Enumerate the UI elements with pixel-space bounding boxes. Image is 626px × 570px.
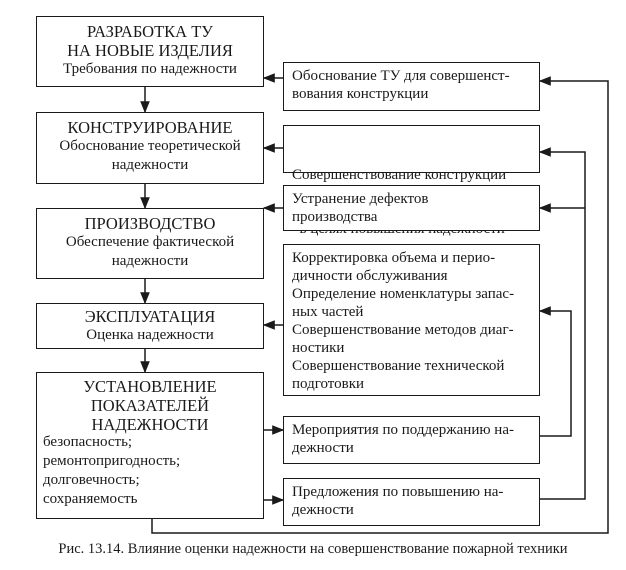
box-maintenance-line-5: Совершенствование методов диаг- bbox=[292, 322, 514, 338]
loop-r6-to-r2 bbox=[538, 147, 586, 500]
box-maintenance-line-1: Корректировка объема и перио- bbox=[292, 250, 496, 266]
box-proposals-line-2: дежности bbox=[292, 502, 354, 518]
box-development: РАЗРАБОТКА ТУ НА НОВЫЕ ИЗДЕЛИЯ Требовани… bbox=[36, 16, 264, 87]
box-design: КОНСТРУИРОВАНИЕ Обоснование теоретическо… bbox=[36, 112, 264, 184]
box-support-measures: Мероприятия по поддержанию на- дежности bbox=[283, 416, 540, 464]
box-maintenance-line-7: Совершенствование технической bbox=[292, 358, 505, 374]
box-maintenance-line-4: ных частей bbox=[292, 304, 364, 320]
box-maintenance-actions: Корректировка объема и перио- дичности о… bbox=[283, 244, 540, 396]
box-exploitation-subtitle: Оценка надежности bbox=[86, 327, 214, 343]
box-justify-spec-line-2: вования конструкции bbox=[292, 86, 429, 102]
box-fix-defects-line-2: производства bbox=[292, 209, 378, 225]
box-maintenance-line-6: ностики bbox=[292, 340, 345, 356]
box-maintenance-line-8: подготовки bbox=[292, 376, 365, 392]
box-improve-design: Совершенствование конструкции в целях по… bbox=[283, 125, 540, 237]
loop-est-to-r1 bbox=[151, 76, 609, 534]
box-justify-spec: Обоснование ТУ для совершенст- вования к… bbox=[283, 62, 540, 111]
box-exploitation: ЭКСПЛУАТАЦИЯ Оценка надежности bbox=[36, 303, 264, 349]
box-establish-title-1: УСТАНОВЛЕНИЕ bbox=[83, 377, 217, 396]
box-support-measures-line-1: Мероприятия по поддержанию на- bbox=[292, 422, 514, 438]
box-proposals-line-1: Предложения по повышению на- bbox=[292, 484, 504, 500]
box-improvement-proposals: Предложения по повышению на- дежности bbox=[283, 478, 540, 526]
box-establish-indicators: УСТАНОВЛЕНИЕ ПОКАЗАТЕЛЕЙ НАДЕЖНОСТИ безо… bbox=[36, 372, 264, 519]
loop-r5-to-r4 bbox=[538, 306, 572, 437]
box-development-title-1: РАЗРАБОТКА ТУ bbox=[87, 22, 213, 41]
box-production-title: ПРОИЗВОДСТВО bbox=[84, 214, 216, 233]
box-support-measures-line-2: дежности bbox=[292, 440, 354, 456]
indicator-safety: безопасность; bbox=[43, 434, 133, 450]
indicator-durability: долговечность; bbox=[43, 472, 140, 488]
box-development-subtitle: Требования по надежности bbox=[63, 61, 237, 77]
box-establish-title-2: ПОКАЗАТЕЛЕЙ bbox=[90, 396, 210, 415]
box-establish-title-3: НАДЕЖНОСТИ bbox=[91, 415, 209, 434]
box-production-subtitle-2: надежности bbox=[111, 253, 189, 269]
box-fix-defects-line-1: Устранение дефектов bbox=[292, 191, 429, 207]
figure-caption: Рис. 13.14. Влияние оценки надежности на… bbox=[58, 541, 568, 557]
box-production-subtitle-1: Обеспечение фактической bbox=[65, 234, 235, 250]
box-maintenance-line-2: дичности обслуживания bbox=[292, 268, 448, 284]
box-design-subtitle-2: надежности bbox=[111, 157, 189, 173]
box-fix-defects: Устранение дефектов производства bbox=[283, 185, 540, 231]
box-design-subtitle-1: Обоснование теоретической bbox=[59, 138, 241, 154]
box-improve-design-line-1: Совершенствование конструкции bbox=[292, 167, 507, 183]
indicator-storability: сохраняемость bbox=[43, 491, 138, 507]
box-development-title-2: НА НОВЫЕ ИЗДЕЛИЯ bbox=[67, 41, 233, 60]
box-production: ПРОИЗВОДСТВО Обеспечение фактической над… bbox=[36, 208, 264, 279]
box-exploitation-title: ЭКСПЛУАТАЦИЯ bbox=[84, 307, 216, 326]
box-justify-spec-line-1: Обоснование ТУ для совершенст- bbox=[292, 68, 510, 84]
box-maintenance-line-3: Определение номенклатуры запас- bbox=[292, 286, 515, 302]
indicator-maintainability: ремонтопригодность; bbox=[43, 453, 181, 469]
box-design-title: КОНСТРУИРОВАНИЕ bbox=[67, 118, 233, 137]
